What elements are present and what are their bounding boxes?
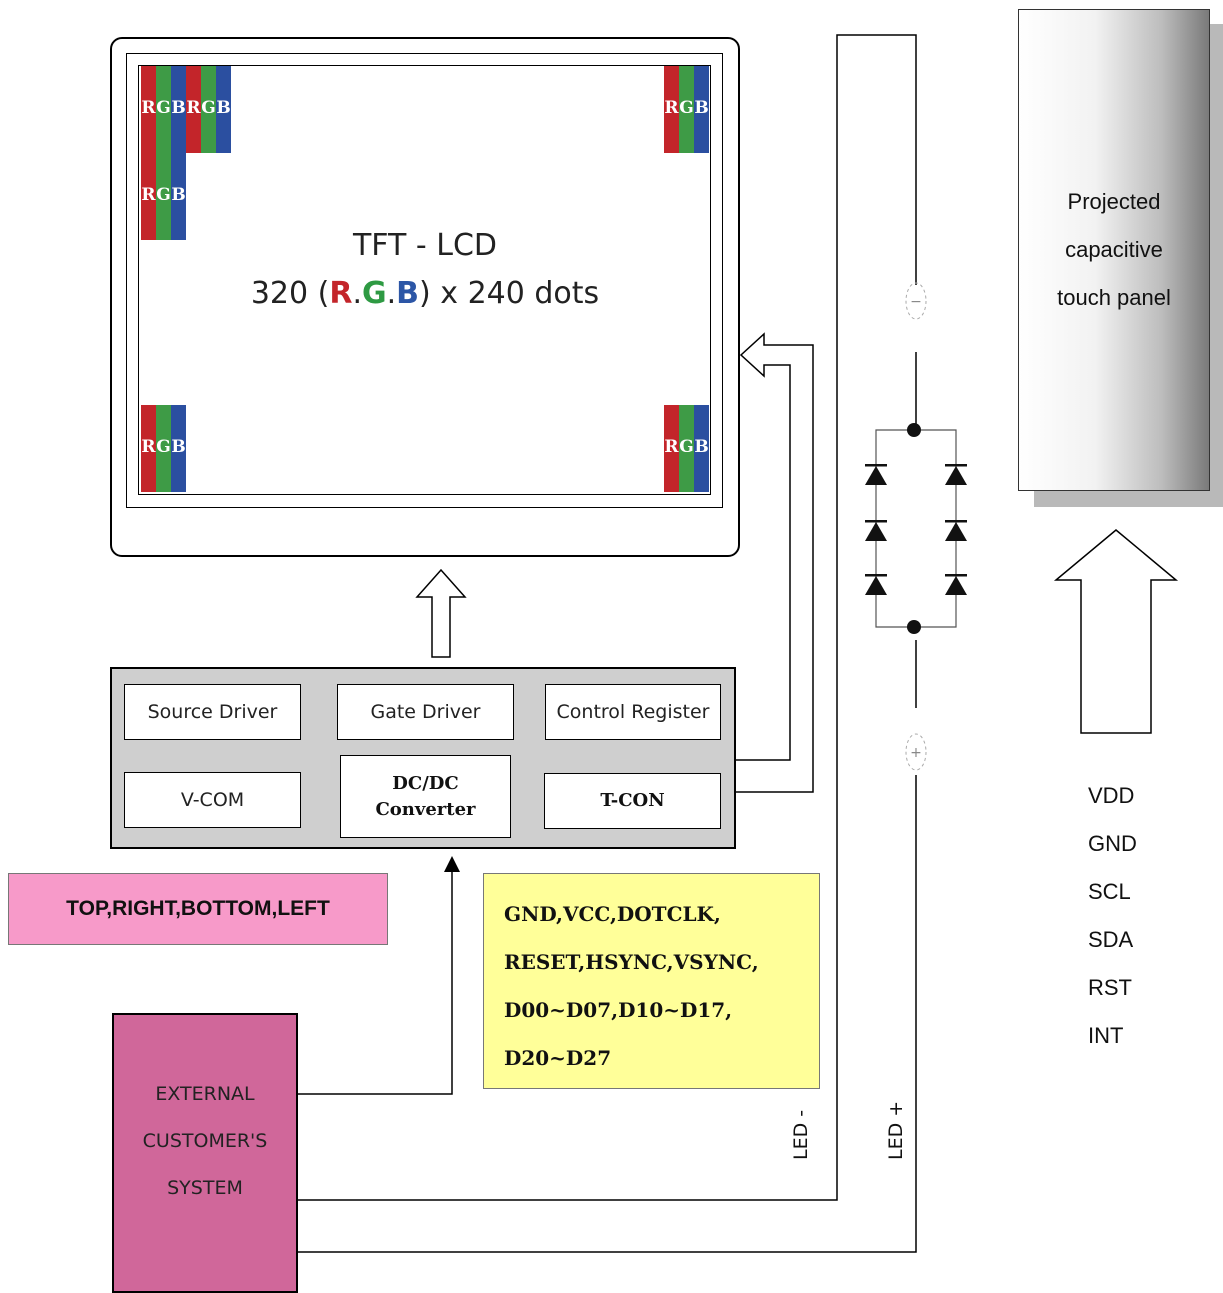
resolution-dot: . bbox=[386, 276, 397, 311]
arrow-to-touch-panel bbox=[1053, 529, 1179, 734]
pixel-b-letter: B bbox=[171, 98, 186, 118]
pixel-g-letter: G bbox=[679, 437, 694, 457]
touch-panel bbox=[1018, 9, 1210, 491]
resolution-dot: . bbox=[352, 276, 362, 311]
arrowhead-to-controller bbox=[444, 856, 460, 872]
pixel-b-letter: B bbox=[216, 98, 231, 118]
pin-scl: SCL bbox=[1088, 879, 1131, 904]
pixel-b-letter: B bbox=[171, 437, 186, 457]
signal-line-1: GND,VCC,DOTCLK, bbox=[504, 902, 721, 926]
minus-terminal-symbol: − bbox=[910, 294, 922, 310]
touch-label-line2: capacitive bbox=[1065, 237, 1163, 262]
pin-int: INT bbox=[1088, 1023, 1124, 1048]
plus-terminal bbox=[905, 733, 927, 771]
pixel-g-letter: G bbox=[156, 185, 171, 205]
pin-sda: SDA bbox=[1088, 927, 1134, 952]
lcd-title-line1: TFT - LCD bbox=[352, 228, 498, 263]
vcom-block: V-COM bbox=[124, 772, 301, 828]
pixel-b-letter: B bbox=[694, 437, 709, 457]
gate-driver-block: Gate Driver bbox=[337, 684, 514, 740]
lcd-active-area bbox=[138, 65, 711, 495]
pixel-b-letter: B bbox=[694, 98, 709, 118]
pin-rst: RST bbox=[1088, 975, 1132, 1000]
rgb-pixel-bottom-left: R G B bbox=[141, 405, 186, 492]
wire-led-minus bbox=[298, 34, 917, 1201]
pixel-g-letter: G bbox=[156, 98, 171, 118]
external-line3: SYSTEM bbox=[167, 1177, 243, 1199]
arrow-tcon-to-lcd bbox=[736, 332, 814, 793]
dcdc-converter-block: DC/DC Converter bbox=[340, 755, 511, 838]
led-bridge-frame bbox=[875, 429, 957, 628]
touch-label-line1: Projected bbox=[1067, 189, 1161, 214]
pixel-r-letter: R bbox=[141, 98, 156, 118]
led-diodes-right bbox=[945, 464, 967, 595]
pin-gnd: GND bbox=[1088, 831, 1137, 856]
interface-signals-box: GND,VCC,DOTCLK, RESET,HSYNC,VSYNC, D00~D… bbox=[483, 873, 820, 1089]
touch-pin-list: VDD GND SCL SDA RST INT bbox=[1088, 772, 1188, 1060]
pixel-r-letter: R bbox=[664, 437, 679, 457]
signal-line-2: RESET,HSYNC,VSYNC, bbox=[504, 950, 759, 974]
pixel-b-letter: B bbox=[171, 185, 186, 205]
rgb-pixel-top-right: R G B bbox=[664, 66, 709, 153]
signal-line-3: D00~D07,D10~D17, bbox=[504, 998, 733, 1022]
external-line2: CUSTOMER'S bbox=[142, 1130, 268, 1152]
external-customer-system-block: EXTERNAL CUSTOMER'S SYSTEM bbox=[112, 1013, 298, 1293]
minus-terminal bbox=[905, 282, 927, 320]
wire-led-plus bbox=[298, 775, 917, 1253]
wire-external-to-controller bbox=[298, 868, 453, 1095]
signal-line-4: D20~D27 bbox=[504, 1046, 612, 1070]
pin-vdd: VDD bbox=[1088, 783, 1135, 808]
led-plus-label: LED + bbox=[885, 1100, 907, 1160]
rgb-pixel-bottom-right: R G B bbox=[664, 405, 709, 492]
resolution-r: R bbox=[329, 276, 353, 311]
pixel-g-letter: G bbox=[679, 98, 694, 118]
plus-terminal-symbol: + bbox=[910, 745, 922, 761]
rgb-pixel-top-left-1: R G B bbox=[141, 66, 186, 153]
lcd-title: TFT - LCD 320 (R.G.B) x 240 dots bbox=[140, 222, 710, 318]
pixel-r-letter: R bbox=[186, 98, 201, 118]
pixel-r-letter: R bbox=[141, 185, 156, 205]
rgb-pixel-top-left-2: R G B bbox=[186, 66, 231, 153]
arrow-controller-to-lcd bbox=[415, 568, 467, 658]
touch-label-line3: touch panel bbox=[1057, 285, 1171, 310]
pixel-g-letter: G bbox=[156, 437, 171, 457]
led-diodes-left bbox=[865, 464, 887, 595]
node-top bbox=[907, 423, 921, 437]
rgb-pixel-left-row2: R G B bbox=[141, 153, 186, 240]
tcon-block: T-CON bbox=[544, 773, 721, 829]
resolution-b: B bbox=[396, 276, 420, 311]
lcd-resolution: 320 (R.G.B) x 240 dots bbox=[140, 270, 710, 318]
dcdc-line2: Converter bbox=[375, 798, 476, 820]
resolution-g: G bbox=[362, 276, 387, 311]
dcdc-line1: DC/DC bbox=[392, 772, 459, 794]
source-driver-block: Source Driver bbox=[124, 684, 301, 740]
control-register-block: Control Register bbox=[545, 684, 721, 740]
pixel-r-letter: R bbox=[141, 437, 156, 457]
led-minus-label: LED - bbox=[790, 1109, 812, 1160]
resolution-prefix: 320 ( bbox=[250, 276, 330, 311]
resolution-suffix: ) x 240 dots bbox=[419, 276, 600, 311]
pixel-g-letter: G bbox=[201, 98, 216, 118]
pixel-r-letter: R bbox=[664, 98, 679, 118]
touch-panel-label: Projected capacitive touch panel bbox=[1018, 178, 1210, 322]
viewing-direction-label: TOP,RIGHT,BOTTOM,LEFT bbox=[8, 873, 388, 945]
node-bottom bbox=[907, 620, 921, 634]
external-line1: EXTERNAL bbox=[155, 1083, 255, 1105]
